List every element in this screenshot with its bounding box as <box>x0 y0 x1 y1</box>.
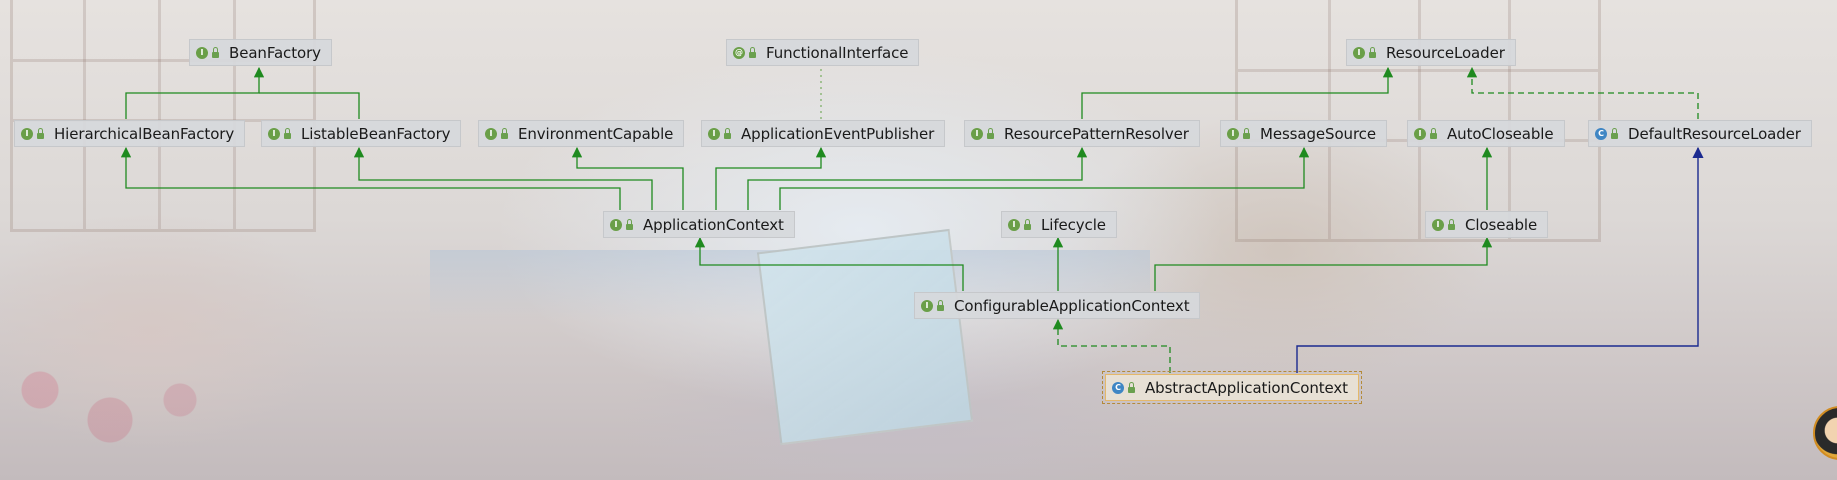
node-resourceloader[interactable]: I ResourceLoader <box>1346 39 1516 66</box>
node-messagesource[interactable]: I MessageSource <box>1220 120 1387 147</box>
node-label: EnvironmentCapable <box>518 124 674 143</box>
lock-icon <box>724 127 731 139</box>
lock-icon <box>284 127 291 139</box>
node-configurableapplicationcontext[interactable]: I ConfigurableApplicationContext <box>914 292 1201 319</box>
interface-icon: I <box>1227 127 1239 140</box>
edge-patternresolver-to-resourceloader <box>1081 66 1394 119</box>
interface-icon: I <box>21 127 33 140</box>
edge-appcontext-to-publisher <box>715 146 827 210</box>
class-icon: C <box>1112 381 1124 394</box>
lock-icon <box>212 46 219 58</box>
node-applicationcontext[interactable]: I ApplicationContext <box>603 211 795 238</box>
node-label: AbstractApplicationContext <box>1145 378 1348 397</box>
lock-icon <box>626 218 633 230</box>
background-flowers <box>0 330 260 480</box>
node-label: ApplicationContext <box>643 215 784 234</box>
interface-icon: I <box>485 127 497 140</box>
lock-icon <box>987 127 994 139</box>
interface-icon: I <box>610 218 622 231</box>
node-label: ApplicationEventPublisher <box>741 124 935 143</box>
edge-configurable-to-closeable <box>1154 236 1493 291</box>
edge-defaultresourceloader-to-resourceloader <box>1466 66 1699 119</box>
lock-icon <box>1611 127 1618 139</box>
node-environmentcapable[interactable]: I EnvironmentCapable <box>478 120 685 147</box>
lock-icon <box>501 127 508 139</box>
class-icon: C <box>1595 127 1607 140</box>
edge-abstract-to-defaultresourceloader <box>1296 146 1704 373</box>
node-hierarchicalbeanfactory[interactable]: I HierarchicalBeanFactory <box>14 120 246 147</box>
node-applicationeventpublisher[interactable]: I ApplicationEventPublisher <box>701 120 946 147</box>
interface-icon: I <box>1008 218 1020 231</box>
interface-icon: I <box>1414 127 1426 140</box>
node-label: Closeable <box>1465 215 1538 234</box>
lock-icon <box>1369 46 1376 58</box>
lock-icon <box>1128 381 1135 393</box>
edge-configurable-to-appcontext <box>694 236 964 291</box>
edge-hierarchical-to-beanfactory <box>125 66 265 119</box>
node-label: DefaultResourceLoader <box>1628 124 1801 143</box>
edge-listable-to-beanfactory <box>259 92 360 119</box>
node-label: HierarchicalBeanFactory <box>54 124 235 143</box>
edge-appcontext-to-patternresolver <box>747 146 1088 210</box>
annotation-icon: @ <box>733 46 745 59</box>
interface-icon: I <box>268 127 280 140</box>
node-closeable[interactable]: I Closeable <box>1425 211 1549 238</box>
lock-icon <box>749 46 756 58</box>
node-label: ResourceLoader <box>1386 43 1505 62</box>
interface-icon: I <box>708 127 720 140</box>
node-label: MessageSource <box>1260 124 1376 143</box>
edge-appcontext-to-listable <box>353 146 653 210</box>
node-label: Lifecycle <box>1041 215 1106 234</box>
lock-icon <box>1243 127 1250 139</box>
node-defaultresourceloader[interactable]: C DefaultResourceLoader <box>1588 120 1812 147</box>
interface-icon: I <box>971 127 983 140</box>
node-label: AutoCloseable <box>1447 124 1554 143</box>
lock-icon <box>937 299 944 311</box>
lock-icon <box>37 127 44 139</box>
node-label: BeanFactory <box>229 43 321 62</box>
lock-icon <box>1448 218 1455 230</box>
edge-abstract-to-configurable <box>1052 318 1171 373</box>
node-abstractapplicationcontext[interactable]: C AbstractApplicationContext <box>1102 371 1362 404</box>
edge-appcontext-to-messagesource <box>779 146 1310 210</box>
node-autocloseable[interactable]: I AutoCloseable <box>1407 120 1565 147</box>
node-label: ResourcePatternResolver <box>1004 124 1189 143</box>
interface-icon: I <box>196 46 208 59</box>
node-lifecycle[interactable]: I Lifecycle <box>1001 211 1117 238</box>
interface-icon: I <box>921 299 933 312</box>
node-label: ListableBeanFactory <box>301 124 451 143</box>
edge-appcontext-to-environmentcapable <box>571 146 684 210</box>
node-beanfactory[interactable]: I BeanFactory <box>189 39 332 66</box>
interface-icon: I <box>1353 46 1365 59</box>
lock-icon <box>1430 127 1437 139</box>
node-resourcepatternresolver[interactable]: I ResourcePatternResolver <box>964 120 1200 147</box>
lock-icon <box>1024 218 1031 230</box>
node-listablebeanfactory[interactable]: I ListableBeanFactory <box>261 120 462 147</box>
node-label: FunctionalInterface <box>766 43 909 62</box>
interface-icon: I <box>1432 218 1444 231</box>
node-functionalinterface[interactable]: @ FunctionalInterface <box>726 39 920 66</box>
node-label: ConfigurableApplicationContext <box>954 296 1190 315</box>
edge-appcontext-to-hierarchical <box>120 146 621 210</box>
